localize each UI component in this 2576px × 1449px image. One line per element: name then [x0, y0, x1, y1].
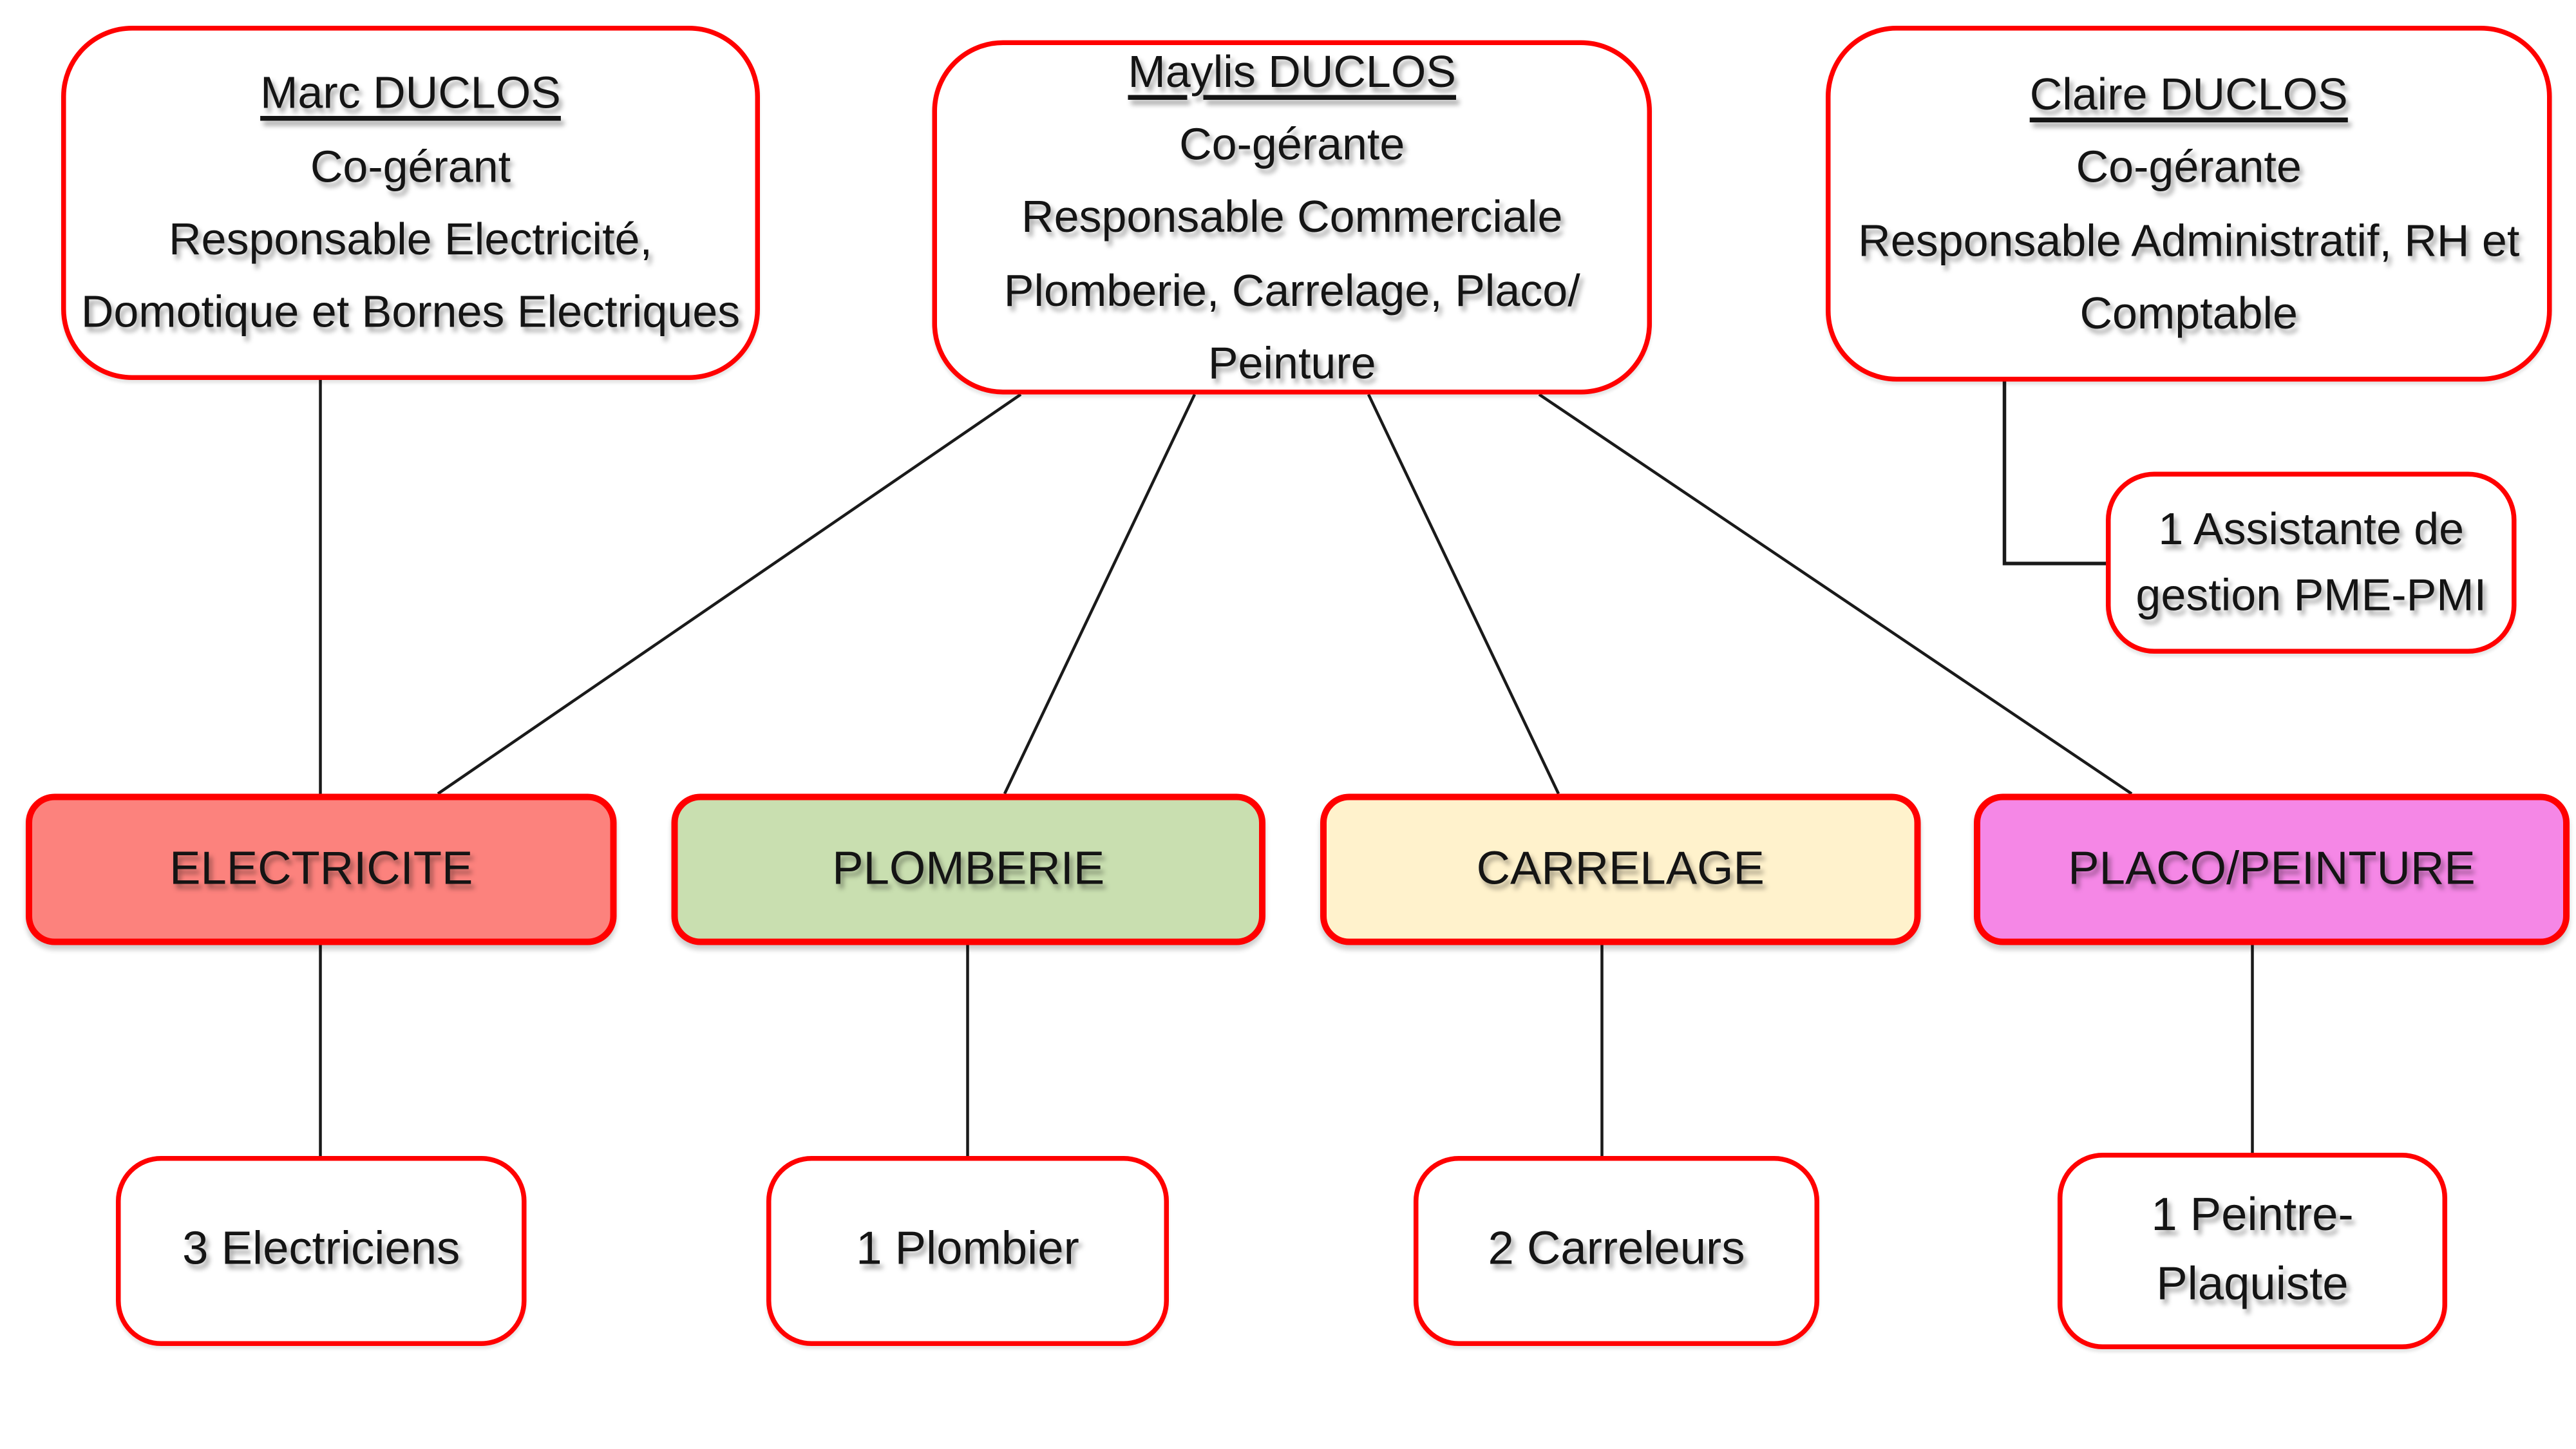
staff-card-carreleurs: 2 Carreleurs	[1414, 1156, 1819, 1346]
department-label-placo-peinture: PLACO/PEINTURE	[2068, 842, 2476, 895]
staff-label-peintre-plaquiste: 1 Peintre- Plaquiste	[2151, 1189, 2354, 1311]
department-electricite: ELECTRICITE	[26, 793, 617, 945]
connector-maylis-carrelage	[1367, 393, 1560, 795]
connector-maylis-electricite	[437, 393, 1022, 795]
department-placo-peinture: PLACO/PEINTURE	[1974, 793, 2570, 945]
connector-maylis-plomberie	[1003, 393, 1197, 795]
manager-roles-maylis: Co-gérante Responsable Commerciale Plomb…	[1003, 118, 1580, 388]
staff-label-plombier: 1 Plombier	[856, 1224, 1079, 1276]
staff-label-carreleurs: 2 Carreleurs	[1488, 1224, 1745, 1276]
staff-label-electriciens: 3 Electriciens	[182, 1224, 460, 1276]
staff-card-peintre-plaquiste: 1 Peintre- Plaquiste	[2058, 1153, 2447, 1349]
department-label-electricite: ELECTRICITE	[169, 842, 473, 895]
manager-name-maylis: Maylis DUCLOS	[1128, 46, 1457, 97]
staff-card-electriciens: 3 Electriciens	[116, 1156, 527, 1346]
assistant-card: 1 Assistante de gestion PME-PMI	[2106, 471, 2517, 654]
manager-card-marc: Marc DUCLOS Co-gérant Responsable Electr…	[61, 26, 760, 380]
department-label-plomberie: PLOMBERIE	[832, 842, 1105, 895]
manager-roles-claire: Co-gérante Responsable Administratif, RH…	[1858, 142, 2520, 338]
assistant-label: 1 Assistante de gestion PME-PMI	[2136, 504, 2487, 620]
manager-card-claire: Claire DUCLOS Co-gérante Responsable Adm…	[1826, 26, 2552, 382]
connector-maylis-placo	[1538, 393, 2133, 795]
manager-name-claire: Claire DUCLOS	[2029, 68, 2348, 119]
department-plomberie: PLOMBERIE	[671, 793, 1265, 945]
connector-claire-assistant	[2002, 381, 2106, 565]
department-carrelage: CARRELAGE	[1320, 793, 1921, 945]
manager-card-maylis: Maylis DUCLOS Co-gérante Responsable Com…	[932, 40, 1652, 395]
manager-roles-marc: Co-gérant Responsable Electricité, Domot…	[80, 141, 741, 337]
department-label-carrelage: CARRELAGE	[1476, 842, 1765, 895]
manager-name-marc: Marc DUCLOS	[260, 68, 561, 118]
staff-card-plombier: 1 Plombier	[766, 1156, 1169, 1346]
